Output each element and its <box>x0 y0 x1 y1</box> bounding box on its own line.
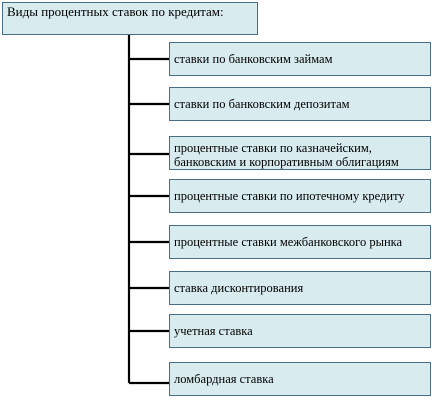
node-lombard-rate: ломбардная ставка <box>169 362 431 396</box>
node-mortgage: процентные ставки по ипотечному кредиту <box>169 179 431 213</box>
node-label: ставки по банковским займам <box>174 52 333 66</box>
root-node: Виды процентных ставок по кредитам: <box>2 2 258 35</box>
node-bank-deposits: ставки по банковским депозитам <box>169 87 431 121</box>
node-label: учетная ставка <box>174 324 253 338</box>
node-label: процентные ставки межбанковского рынка <box>174 235 403 249</box>
node-label: процентные ставки по ипотечному кредиту <box>174 189 405 203</box>
node-bank-loans: ставки по банковским займам <box>169 42 431 76</box>
root-node-label: Виды процентных ставок по кредитам: <box>7 4 224 19</box>
node-label: ставка дисконтирования <box>174 281 304 295</box>
node-interbank: процентные ставки межбанковского рынка <box>169 225 431 259</box>
node-label-line-1: процентные ставки по казначейским, <box>174 141 372 155</box>
node-label: ломбардная ставка <box>174 372 274 386</box>
node-label-line-2: банковским и корпоративным облигациям <box>174 155 399 169</box>
node-label: ставки по банковским депозитам <box>174 97 350 111</box>
node-discount-rate: ставка дисконтирования <box>169 271 431 305</box>
node-bonds: процентные ставки по казначейским, банко… <box>169 136 431 170</box>
node-accounting-rate: учетная ставка <box>169 314 431 348</box>
